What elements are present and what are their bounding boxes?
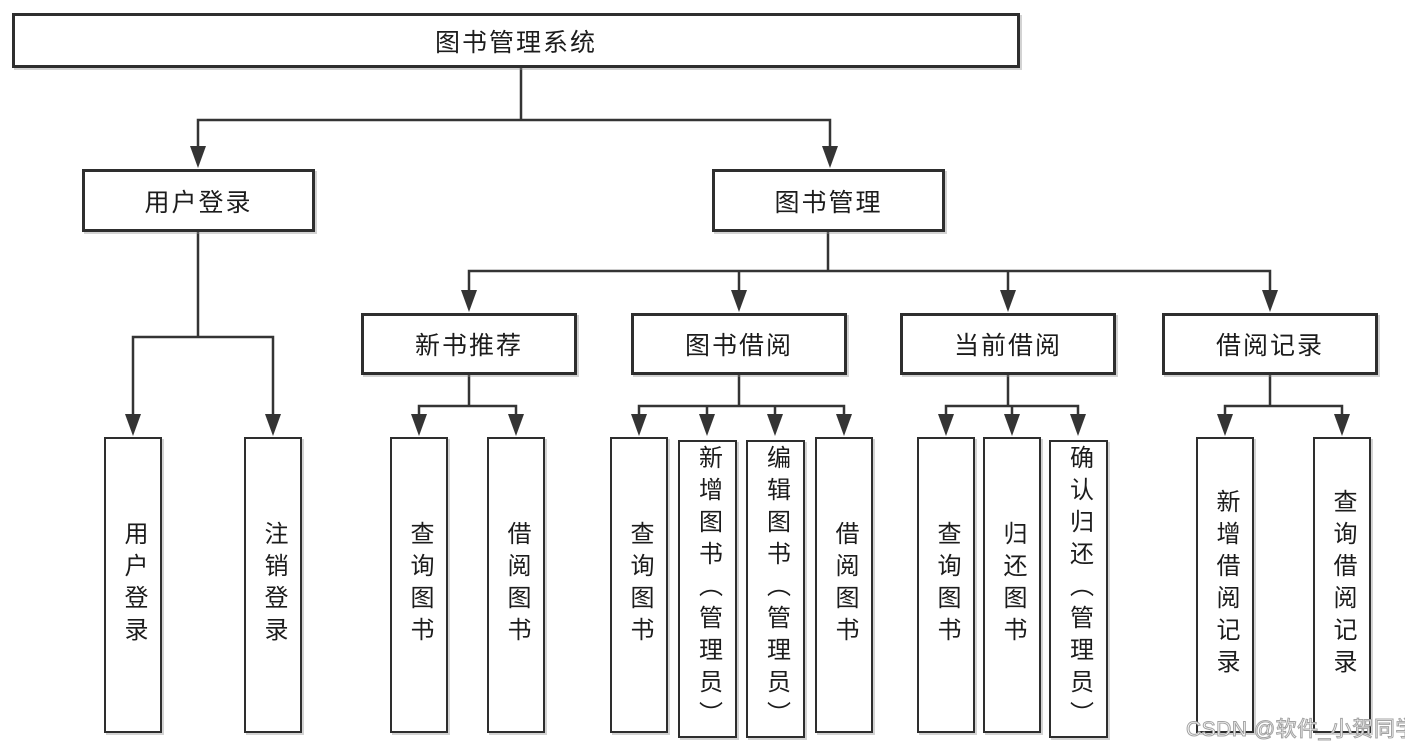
leaf-confirm-return-admin-label: 确认归还（管理员） bbox=[1065, 445, 1093, 733]
leaf-return-book: 归还图书 bbox=[983, 437, 1041, 733]
leaf-logout-label: 注销登录 bbox=[260, 521, 287, 649]
leaf-query-books-3: 查询图书 bbox=[917, 437, 975, 733]
root-node-label: 图书管理系统 bbox=[434, 28, 597, 57]
leaf-user-login: 用户登录 bbox=[104, 437, 162, 733]
node-user-login-label: 用户登录 bbox=[144, 188, 253, 217]
leaf-borrow-books-2-label: 借阅图书 bbox=[831, 521, 858, 649]
node-borrow-records: 借阅记录 bbox=[1162, 313, 1378, 375]
node-new-book-recommend: 新书推荐 bbox=[361, 313, 577, 375]
leaf-borrow-books-1: 借阅图书 bbox=[487, 437, 545, 733]
leaf-borrow-books-2: 借阅图书 bbox=[815, 437, 873, 733]
leaf-query-borrow-record: 查询借阅记录 bbox=[1313, 437, 1371, 733]
node-book-borrow-label: 图书借阅 bbox=[684, 332, 793, 360]
leaf-confirm-return-admin: 确认归还（管理员） bbox=[1049, 440, 1108, 738]
node-current-borrow-label: 当前借阅 bbox=[953, 332, 1062, 360]
node-new-book-recommend-label: 新书推荐 bbox=[414, 332, 523, 360]
leaf-query-books-1: 查询图书 bbox=[390, 437, 448, 733]
node-book-borrow: 图书借阅 bbox=[631, 313, 847, 375]
leaf-add-borrow-record: 新增借阅记录 bbox=[1196, 437, 1254, 733]
leaf-query-borrow-record-label: 查询借阅记录 bbox=[1329, 489, 1356, 681]
arrow-heads bbox=[125, 146, 1350, 436]
root-node-library-system: 图书管理系统 bbox=[12, 13, 1020, 68]
node-borrow-records-label: 借阅记录 bbox=[1215, 332, 1324, 360]
leaf-borrow-books-1-label: 借阅图书 bbox=[503, 521, 530, 649]
leaf-logout: 注销登录 bbox=[244, 437, 302, 733]
node-book-management: 图书管理 bbox=[712, 169, 945, 232]
node-book-management-label: 图书管理 bbox=[774, 188, 883, 217]
node-user-login: 用户登录 bbox=[82, 169, 315, 232]
leaf-return-book-label: 归还图书 bbox=[999, 521, 1026, 649]
leaf-query-books-3-label: 查询图书 bbox=[933, 521, 960, 649]
node-current-borrow: 当前借阅 bbox=[900, 313, 1116, 375]
leaf-edit-book-admin: 编辑图书（管理员） bbox=[746, 440, 805, 738]
leaf-add-borrow-record-label: 新增借阅记录 bbox=[1212, 489, 1239, 681]
csdn-watermark: CSDN @软件_小贺同学 bbox=[1186, 718, 1405, 742]
leaf-query-books-1-label: 查询图书 bbox=[406, 521, 433, 649]
leaf-query-books-2-label: 查询图书 bbox=[626, 521, 653, 649]
leaf-user-login-label: 用户登录 bbox=[120, 521, 147, 649]
leaf-add-book-admin-label: 新增图书（管理员） bbox=[694, 445, 722, 733]
leaf-query-books-2: 查询图书 bbox=[610, 437, 668, 733]
leaf-edit-book-admin-label: 编辑图书（管理员） bbox=[762, 445, 790, 733]
leaf-add-book-admin: 新增图书（管理员） bbox=[678, 440, 737, 738]
